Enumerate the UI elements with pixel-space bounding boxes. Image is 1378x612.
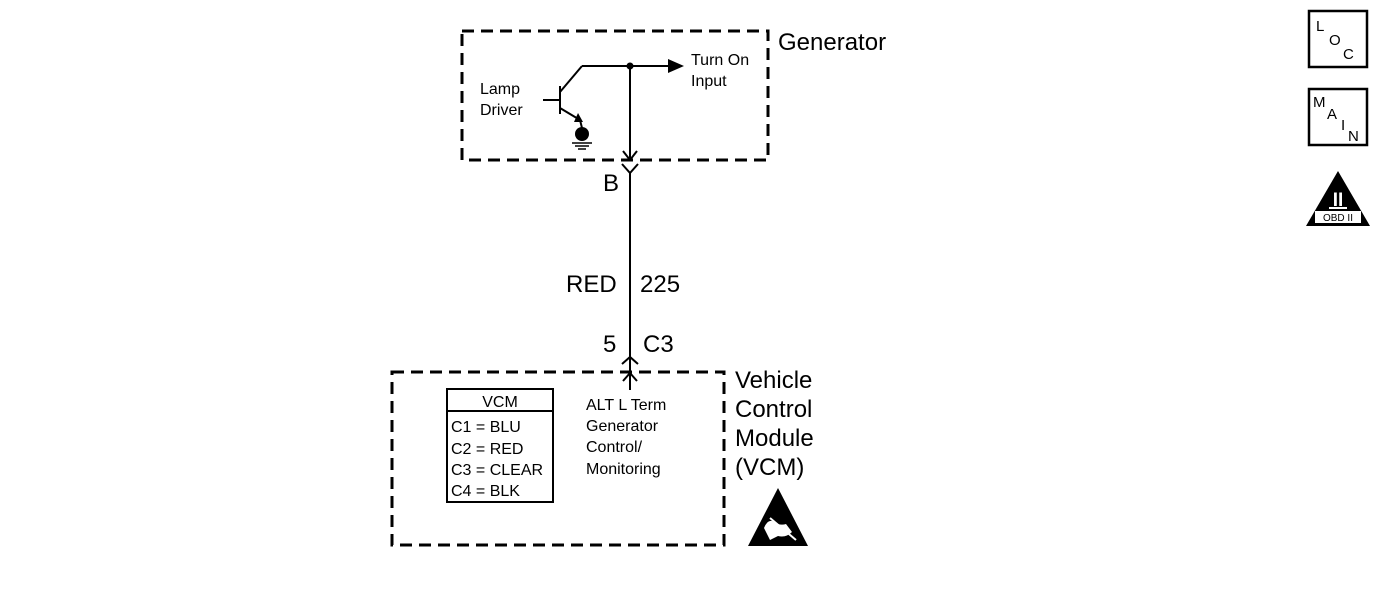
wire-color-label: RED <box>566 271 617 298</box>
turn-on-input-label-line2: Input <box>691 73 727 90</box>
esd-warning-icon <box>748 488 808 546</box>
turn-on-input-label-line1: Turn On <box>691 52 749 69</box>
terminal-label-line1: ALT L Term <box>586 397 666 414</box>
vcm-connector-female <box>621 355 639 365</box>
main-letter-i: I <box>1341 117 1345 134</box>
generator-title: Generator <box>778 29 886 56</box>
vcm-connector-pin: 5 <box>603 331 616 358</box>
vcm-title-line2: Control <box>735 396 812 423</box>
terminal-label-line3: Control/ <box>586 439 643 456</box>
loc-letter-c: C <box>1343 46 1354 63</box>
obd-label: OBD II <box>1323 213 1353 224</box>
loc-letter-o: O <box>1329 32 1341 49</box>
obd-numeral: II <box>1333 190 1344 211</box>
legend-row-c1: C1 = BLU <box>451 419 521 436</box>
wire-circuit-label: 225 <box>640 271 680 298</box>
generator-connector-female <box>621 163 639 175</box>
generator-box <box>460 29 770 162</box>
loc-button[interactable]: L O C <box>1307 9 1369 69</box>
transistor-emitter-arrow <box>574 113 583 122</box>
obd-ii-button[interactable]: II OBD II <box>1306 171 1370 226</box>
lamp-driver-label-line1: Lamp <box>480 81 520 98</box>
transistor-symbol <box>543 65 630 129</box>
vcm-title-line3: Module <box>735 425 814 452</box>
main-letter-n: N <box>1348 128 1359 145</box>
vcm-title-line4: (VCM) <box>735 454 804 481</box>
vcm-connector-id: C3 <box>643 331 674 358</box>
terminal-label-line2: Generator <box>586 418 659 435</box>
terminal-label-line4: Monitoring <box>586 461 661 478</box>
legend-header: VCM <box>482 394 518 411</box>
generator-connector-pin: B <box>603 170 619 197</box>
lamp-driver-label-line2: Driver <box>480 102 523 119</box>
vcm-legend-table: VCM C1 = BLU C2 = RED C3 = CLEAR C4 = BL… <box>446 388 554 503</box>
vcm-box <box>390 370 726 547</box>
legend-row-c3: C3 = CLEAR <box>451 462 543 479</box>
ground-icon <box>572 127 592 150</box>
generator-connector-arrow <box>622 150 638 162</box>
vcm-title-line1: Vehicle <box>735 367 812 394</box>
main-button[interactable]: M A I N <box>1307 87 1369 147</box>
main-letter-a: A <box>1327 106 1337 123</box>
loc-letter-l: L <box>1316 18 1324 35</box>
turn-on-input-arrow <box>668 59 684 73</box>
main-letter-m: M <box>1313 94 1326 111</box>
legend-row-c4: C4 = BLK <box>451 483 520 500</box>
legend-row-c2: C2 = RED <box>451 441 523 458</box>
